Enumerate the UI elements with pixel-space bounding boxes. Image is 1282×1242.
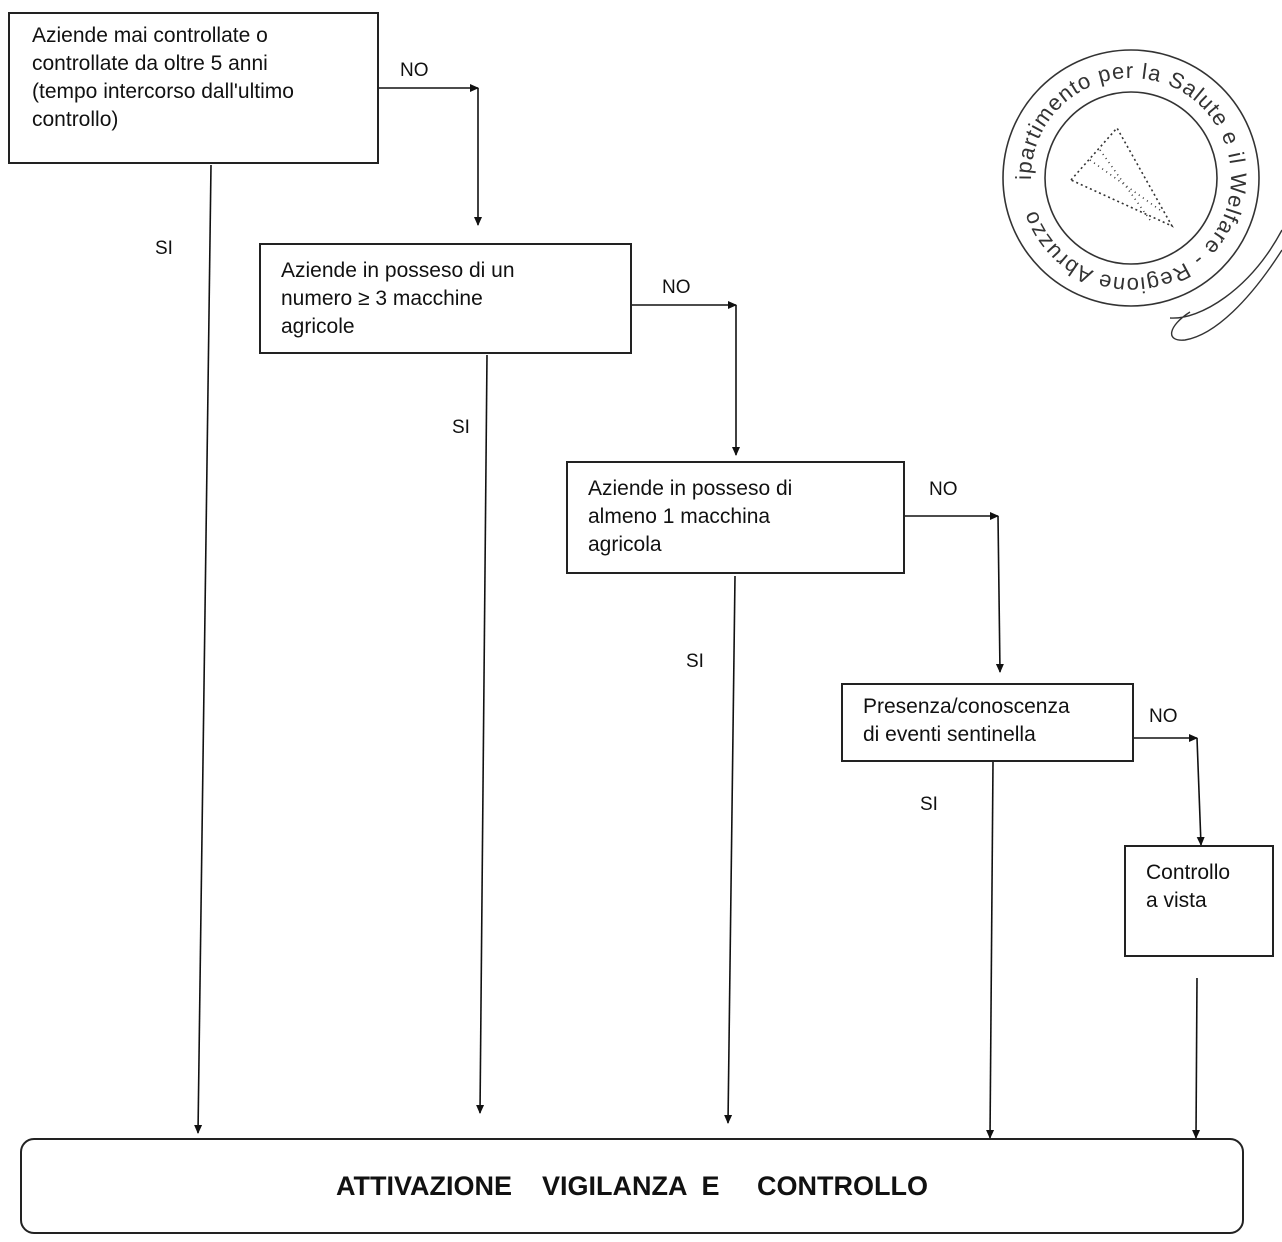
no-label-2: NO [662,277,691,298]
no-label-1: NO [400,60,429,81]
no-arrow-3-down [995,515,1004,673]
final-outcome-box: ATTIVAZIONE VIGILANZA E CONTROLLO [20,1138,1244,1234]
si-label-2: SI [452,417,470,438]
visual-check-box: Controllo a vista [1124,845,1274,957]
no-label-3: NO [929,479,958,500]
si-arrow-3 [724,575,736,1124]
si-arrow-1 [194,164,212,1134]
no-arrow-4-down [1196,737,1205,846]
si-arrow-2 [476,354,488,1114]
si-arrow-5 [1192,977,1201,1139]
no-label-4: NO [1149,706,1178,727]
criterion-box-2: Aziende in posseso di un numero ≥ 3 macc… [259,243,632,354]
si-label-3: SI [686,651,704,672]
stamp-text: Dipartimento per la Salute e il Welfare … [0,0,1250,298]
criterion-box-3: Aziende in posseso di almeno 1 macchina … [566,461,905,574]
criterion-box-1: Aziende mai controllate o controllate da… [8,12,379,164]
criterion-box-4: Presenza/conoscenza di eventi sentinella [841,683,1134,762]
si-label-4: SI [920,794,938,815]
svg-text:Dipartimento per la Salute e i: Dipartimento per la Salute e il Welfare … [0,0,1251,298]
si-arrow-4 [986,761,995,1139]
si-label-1: SI [155,238,173,259]
